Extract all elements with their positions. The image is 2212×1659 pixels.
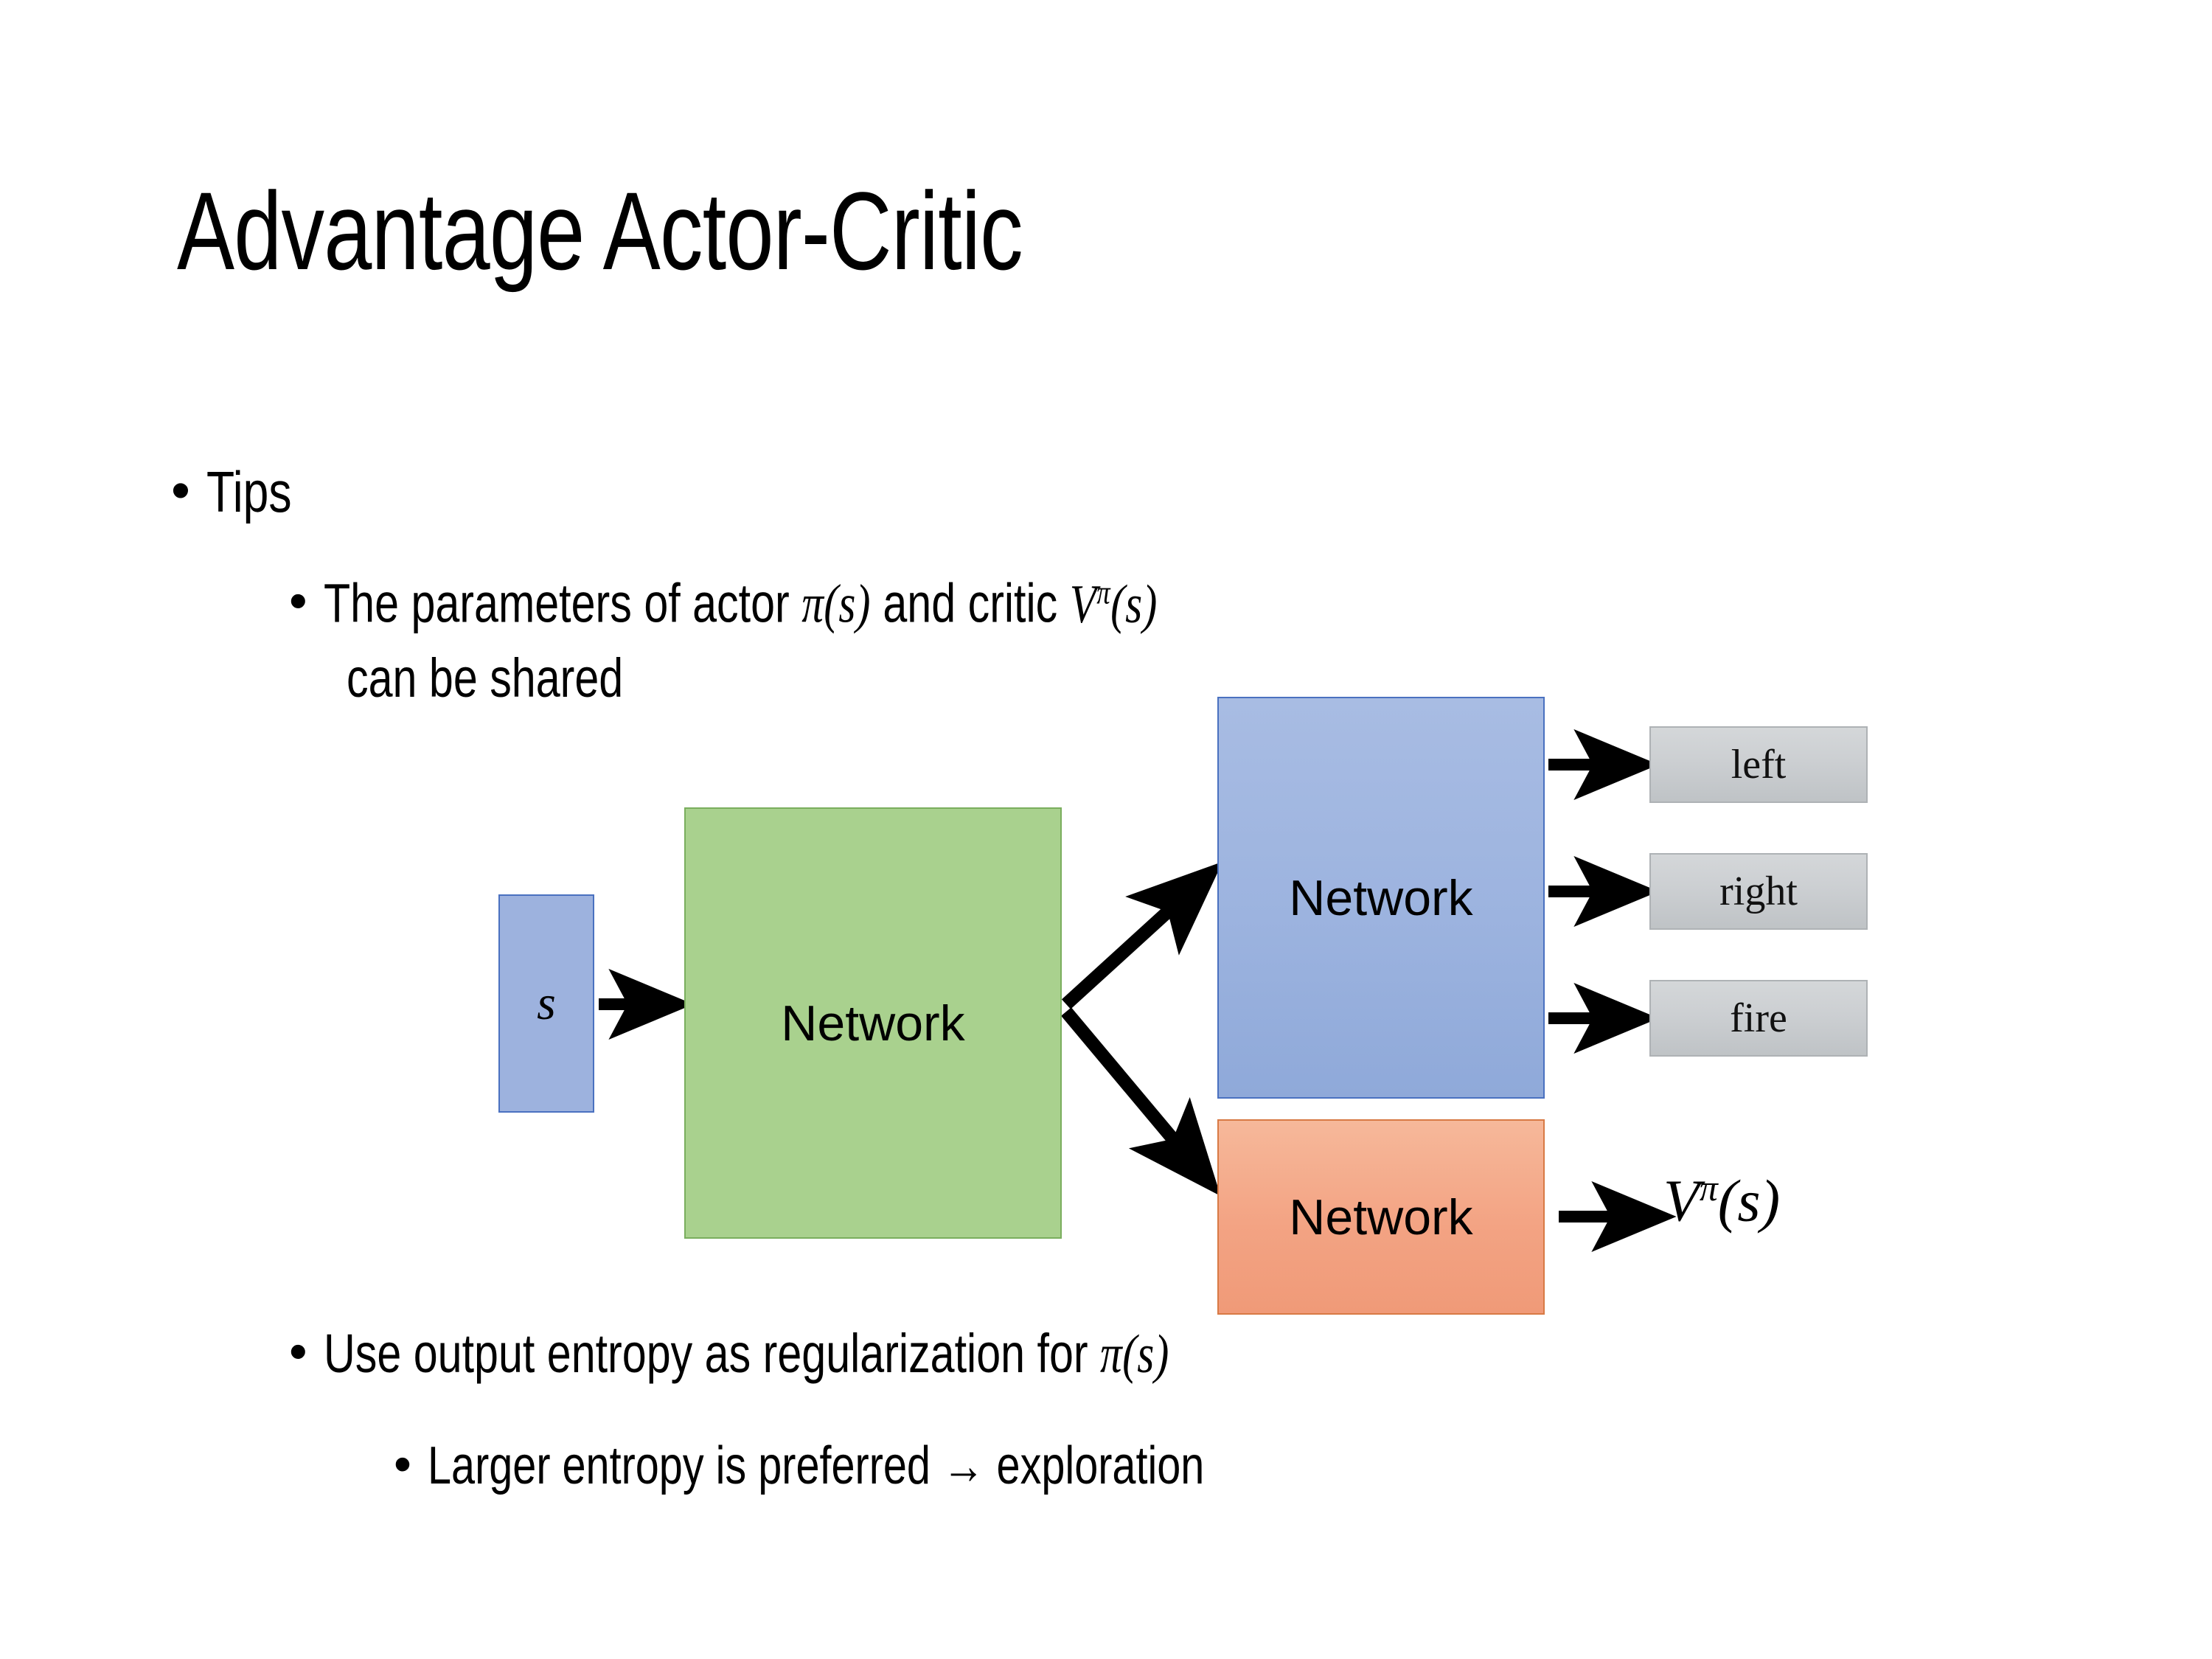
actor-network-label: Network [1289,869,1473,926]
state-input-label: s [537,976,556,1030]
math-critic-base: V [1069,574,1096,635]
bullet-marker-icon: • [394,1436,411,1492]
bullet-shared-parameters: • The parameters of actor π(s) and criti… [289,571,1366,635]
bullet-marker-icon: • [289,571,307,630]
arrow-shared-to-critic [1061,1007,1221,1197]
critic-value-output-label: Vπ(s) [1663,1167,1780,1236]
bullet-larger-entropy: • Larger entropy is preferred → explorat… [394,1439,1399,1493]
action-output-fire[interactable]: fire [1649,980,1868,1057]
math-critic-arg: (s) [1110,574,1158,635]
math-actor-pi-s: π(s) [801,574,871,635]
critic-output-base: V [1663,1169,1700,1234]
bullet-shared-parameters-line2: can be shared [347,650,692,706]
bullet-tips-label: Tips [206,459,292,524]
shared-network-label: Network [781,995,965,1051]
math-entropy-pi-s: π(s) [1099,1324,1169,1385]
page-title: Advantage Actor-Critic [177,169,1023,293]
text-parameters-mid: and critic [870,572,1070,634]
critic-network-box[interactable]: Network [1217,1119,1545,1315]
bullet-marker-icon: • [289,1322,307,1380]
bullet-entropy-label: Use output entropy as regularization for… [324,1326,1169,1382]
bullet-entropy-regularization: • Use output entropy as regularization f… [289,1322,1380,1382]
actor-network-box[interactable]: Network [1217,697,1545,1099]
text-parameters-prefix: The parameters of actor [323,572,801,634]
math-critic-v-pi-s: Vπ(s) [1069,574,1157,635]
math-critic-superscript: π [1096,573,1110,611]
action-output-right[interactable]: right [1649,853,1868,930]
bullet-marker-icon: • [171,459,190,521]
action-output-left[interactable]: left [1649,726,1868,803]
critic-output-arg: (s) [1717,1169,1781,1234]
state-input-box[interactable]: s [498,894,594,1113]
bullet-tips: • Tips [171,459,313,524]
text-entropy-prefix: Use output entropy as regularization for [323,1323,1100,1384]
shared-network-box[interactable]: Network [684,807,1062,1239]
critic-output-superscript: π [1699,1168,1718,1208]
critic-network-label: Network [1289,1189,1473,1245]
bullet-shared-parameters-line1: The parameters of actor π(s) and critic … [323,572,1158,635]
bullet-shared-parameters-line2-label: can be shared [347,647,624,709]
bullet-larger-entropy-label: Larger entropy is preferred → exploratio… [427,1436,1205,1495]
arrow-shared-to-actor [1061,861,1223,1009]
